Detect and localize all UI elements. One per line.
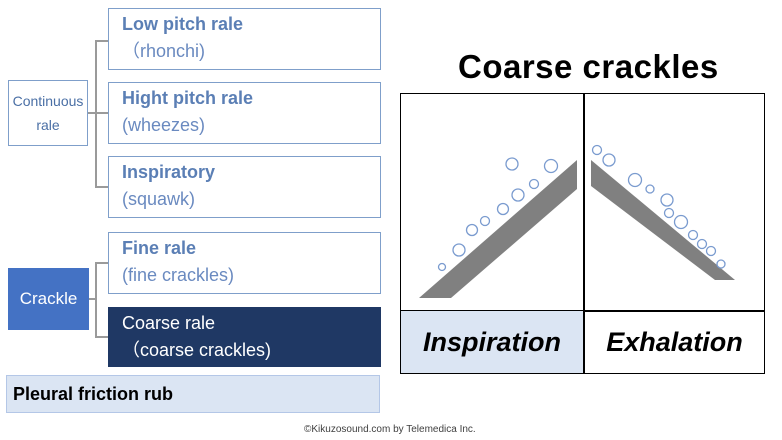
item-title: Low pitch rale (122, 14, 244, 34)
item-inspiratory[interactable]: Inspiratory (squawk) (108, 156, 381, 218)
sound-pattern-panel: Inspiration Exhalation (400, 93, 765, 374)
bubble (687, 229, 699, 241)
bubble (452, 243, 466, 257)
bubble (591, 144, 603, 156)
bubble (663, 207, 675, 219)
item-subtitle: (squawk) (122, 189, 196, 209)
bubble (543, 158, 559, 174)
phase-exhalation: Exhalation (606, 326, 743, 357)
item-title: Fine rale (122, 238, 197, 258)
connector-item-1 (95, 40, 108, 42)
item-title: Coarse rale (122, 313, 216, 333)
phase-inspiration: Inspiration (401, 311, 583, 373)
panel-title: Coarse crackles (458, 48, 719, 85)
item-low-pitch-rale[interactable]: Low pitch rale （rhonchi) (108, 8, 381, 70)
connector-continuous-stem (86, 112, 96, 114)
bubble (528, 178, 540, 190)
bubble (496, 202, 510, 216)
bubble (627, 172, 643, 188)
item-high-pitch-rale[interactable]: Hight pitch rale (wheezes) (108, 82, 381, 144)
bubble (696, 238, 708, 250)
copyright-footer: ©Kikuzosound.com by Telemedica Inc. (304, 424, 476, 435)
category-continuous-rale[interactable]: Continuous rale (8, 80, 88, 146)
crackle-diagram (419, 144, 735, 298)
bubble (673, 214, 689, 230)
bubble (505, 157, 519, 171)
item-subtitle: （coarse crackles) (122, 340, 272, 360)
connector-item-3 (95, 186, 108, 188)
item-subtitle: (wheezes) (122, 115, 206, 135)
connector-continuous-vertical (95, 40, 97, 187)
bubble (465, 223, 479, 237)
connector-item-4 (95, 262, 108, 264)
item-title: Hight pitch rale (122, 88, 254, 108)
bubble (645, 184, 655, 194)
connector-item-2 (95, 112, 108, 114)
panel-divider-vertical (583, 94, 585, 373)
item-subtitle: （rhonchi) (122, 41, 206, 61)
bubble (437, 262, 447, 272)
bubble (479, 215, 491, 227)
bubble (602, 153, 616, 167)
bubble (660, 193, 674, 207)
bubble (716, 259, 726, 269)
category-crackle[interactable]: Crackle (8, 268, 89, 330)
bubble (511, 188, 525, 202)
item-title: Inspiratory (122, 162, 216, 182)
connector-item-5 (95, 336, 108, 338)
item-pleural-friction-rub[interactable]: Pleural friction rub (6, 375, 380, 413)
exhalation-slope (591, 160, 735, 280)
exhalation-bubbles (591, 144, 726, 269)
inspiration-slope (419, 160, 577, 298)
bubble (705, 245, 717, 257)
connector-crackle-stem (88, 298, 96, 300)
item-coarse-rale[interactable]: Coarse rale （coarse crackles) (108, 307, 381, 367)
inspiration-bubbles (437, 157, 559, 272)
panel-divider-horizontal (401, 310, 764, 312)
item-subtitle: (fine crackles) (122, 265, 235, 285)
item-fine-rale[interactable]: Fine rale (fine crackles) (108, 232, 381, 294)
